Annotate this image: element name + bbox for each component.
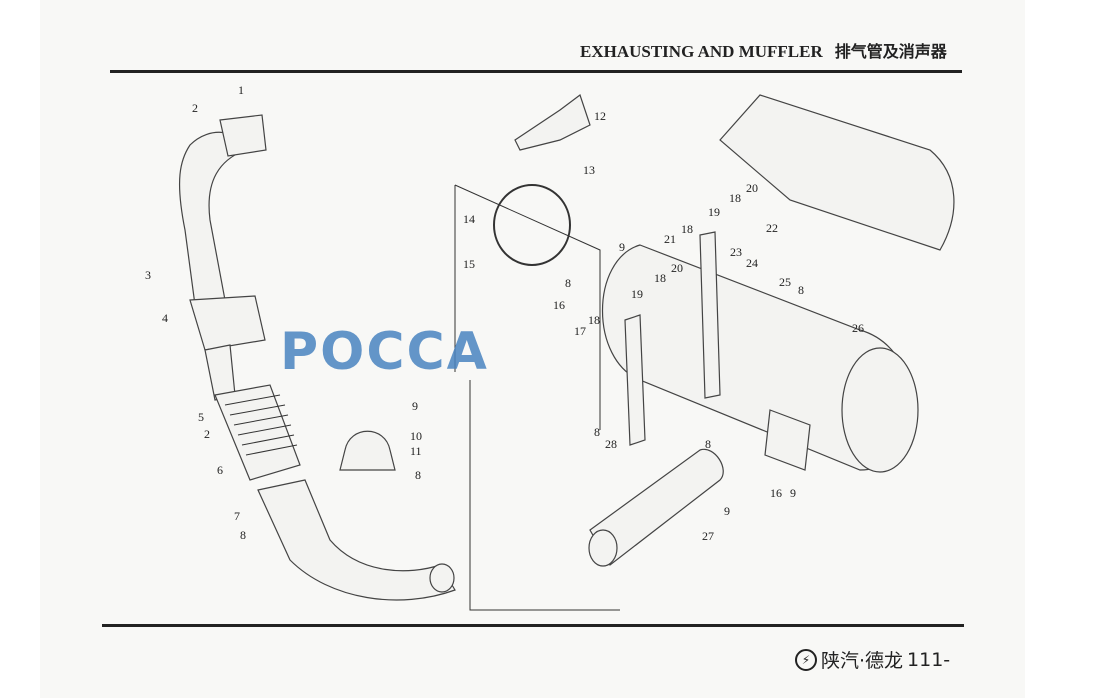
callout-8: 8 [240,528,246,542]
band-ring [493,184,571,266]
callout-18: 18 [681,222,693,236]
callout-20: 20 [671,261,683,275]
heat-shield [719,94,955,251]
callout-26: 26 [852,321,864,335]
callout-21: 21 [664,232,676,246]
callout-25: 25 [779,275,791,289]
callout-7: 7 [234,509,240,523]
footer-rule [102,624,964,627]
callout-11: 11 [410,444,422,458]
tail-pipe-outlet [588,529,618,567]
callout-15: 15 [463,257,475,271]
callout-20: 20 [746,181,758,195]
title-chinese: 排气管及消声器 [834,42,947,61]
clamp [339,430,396,471]
callout-18: 18 [654,271,666,285]
callout-10: 10 [410,429,422,443]
callout-14: 14 [463,212,475,226]
support-bracket [624,314,646,446]
callout-8: 8 [594,425,600,439]
brand-logo-icon: ⚡ [795,648,817,671]
bellows-ribs [224,394,298,456]
support-bracket-upper [699,231,721,399]
callout-5: 5 [198,410,204,424]
brand-name: 陕汽·德龙 [821,650,904,672]
callout-24: 24 [746,256,758,270]
page-title: EXHAUSTING AND MUFFLER 排气管及消声器 [580,38,947,62]
callout-3: 3 [145,268,151,282]
callout-2: 2 [192,101,198,115]
callout-18: 18 [729,191,741,205]
callout-19: 19 [708,205,720,219]
callout-8: 8 [415,468,421,482]
watermark: POCCA [280,322,489,382]
callout-27: 27 [702,529,714,543]
callout-18: 18 [588,313,600,327]
callout-8: 8 [798,283,804,297]
callout-2: 2 [204,427,210,441]
pipe-flange [219,114,267,157]
callout-9: 9 [619,240,625,254]
callout-19: 19 [631,287,643,301]
pipe-flange-lower [189,295,266,351]
page-footer: ⚡ 陕汽·德龙 111- [795,646,950,673]
exhaust-pipe-rear [257,479,456,601]
callout-6: 6 [217,463,223,477]
callout-labels: 1 2 3 4 5 2 6 7 8 9 10 11 8 12 13 14 15 … [145,83,864,543]
callout-17: 17 [574,324,586,338]
page-edge [1025,0,1100,698]
muffler-outlet-pipe [764,409,811,471]
exhaust-pipe-front [178,131,246,306]
diagram-frame-lines [454,184,620,611]
callout-13: 13 [583,163,595,177]
callout-1: 1 [238,83,244,97]
callout-8: 8 [565,276,571,290]
callout-4: 4 [162,311,168,325]
pipe-outlet [429,563,455,593]
flexible-bellows [214,384,301,481]
header-rule [110,70,962,73]
page-number: 111- [907,648,951,671]
title-english: EXHAUSTING AND MUFFLER [580,42,823,61]
callout-16: 16 [553,298,565,312]
callout-16: 16 [770,486,782,500]
muffler-end-cap [841,347,919,473]
callout-9: 9 [724,504,730,518]
callout-8: 8 [705,437,711,451]
tail-pipe [589,448,724,566]
bracket [514,94,591,151]
callout-23: 23 [730,245,742,259]
callout-12: 12 [594,109,606,123]
callout-28: 28 [605,437,617,451]
callout-9: 9 [412,399,418,413]
callout-9: 9 [790,486,796,500]
callout-22: 22 [766,221,778,235]
